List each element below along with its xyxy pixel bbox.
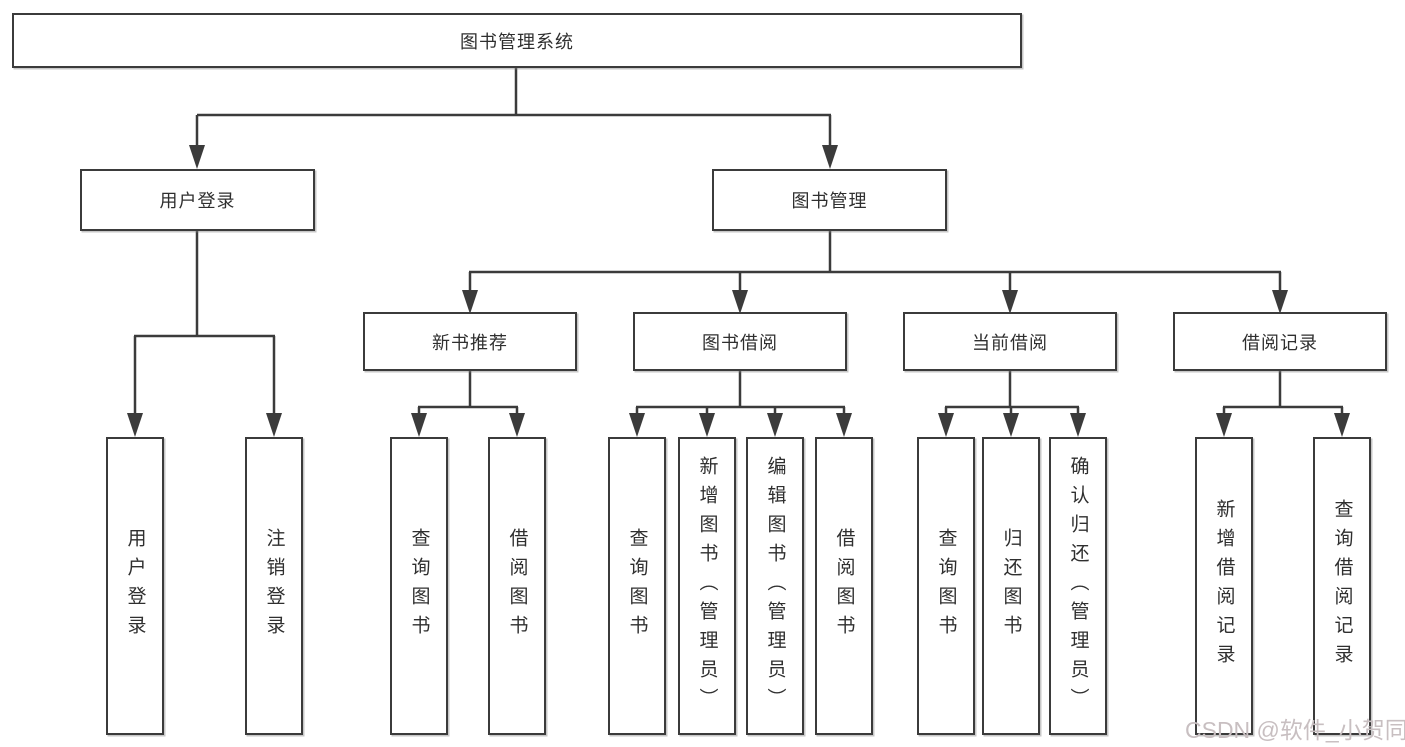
leaf-logout: 注销登录 [245, 437, 303, 735]
leaf-add-borrow-record: 新增借阅记录 [1195, 437, 1253, 735]
leaf-add-books-admin: 新增图书（管理员） [678, 437, 736, 735]
leaf-query-books-borrow: 查询图书 [608, 437, 666, 735]
leaf-edit-books-admin: 编辑图书（管理员） [746, 437, 804, 735]
node-user-login-label: 用户登录 [159, 191, 236, 211]
leaf-return-books: 归还图书 [982, 437, 1040, 735]
node-current-borrow: 当前借阅 [903, 312, 1117, 371]
node-book-management: 图书管理 [712, 169, 947, 231]
leaf-query-books-current: 查询图书 [917, 437, 975, 735]
leaf-borrow-books-recommend: 借阅图书 [488, 437, 546, 735]
leaf-borrow-books-borrow: 借阅图书 [815, 437, 873, 735]
node-book-borrow-label: 图书借阅 [702, 332, 778, 353]
node-user-login: 用户登录 [80, 169, 315, 231]
node-borrow-records: 借阅记录 [1173, 312, 1387, 371]
node-new-book-recommend: 新书推荐 [363, 312, 577, 371]
leaf-user-login: 用户登录 [106, 437, 164, 735]
leaf-query-books-recommend: 查询图书 [390, 437, 448, 735]
leaf-confirm-return-admin: 确认归还（管理员） [1049, 437, 1107, 735]
node-current-borrow-label: 当前借阅 [972, 332, 1048, 353]
node-root: 图书管理系统 [12, 13, 1022, 68]
node-book-borrow: 图书借阅 [633, 312, 847, 371]
node-root-label: 图书管理系统 [460, 31, 574, 52]
watermark-text: CSDN @软件_小贺同学 [1185, 717, 1405, 743]
leaf-query-borrow-record: 查询借阅记录 [1313, 437, 1371, 735]
node-new-book-recommend-label: 新书推荐 [432, 332, 508, 353]
node-borrow-records-label: 借阅记录 [1242, 332, 1318, 353]
node-book-management-label: 图书管理 [791, 191, 868, 211]
